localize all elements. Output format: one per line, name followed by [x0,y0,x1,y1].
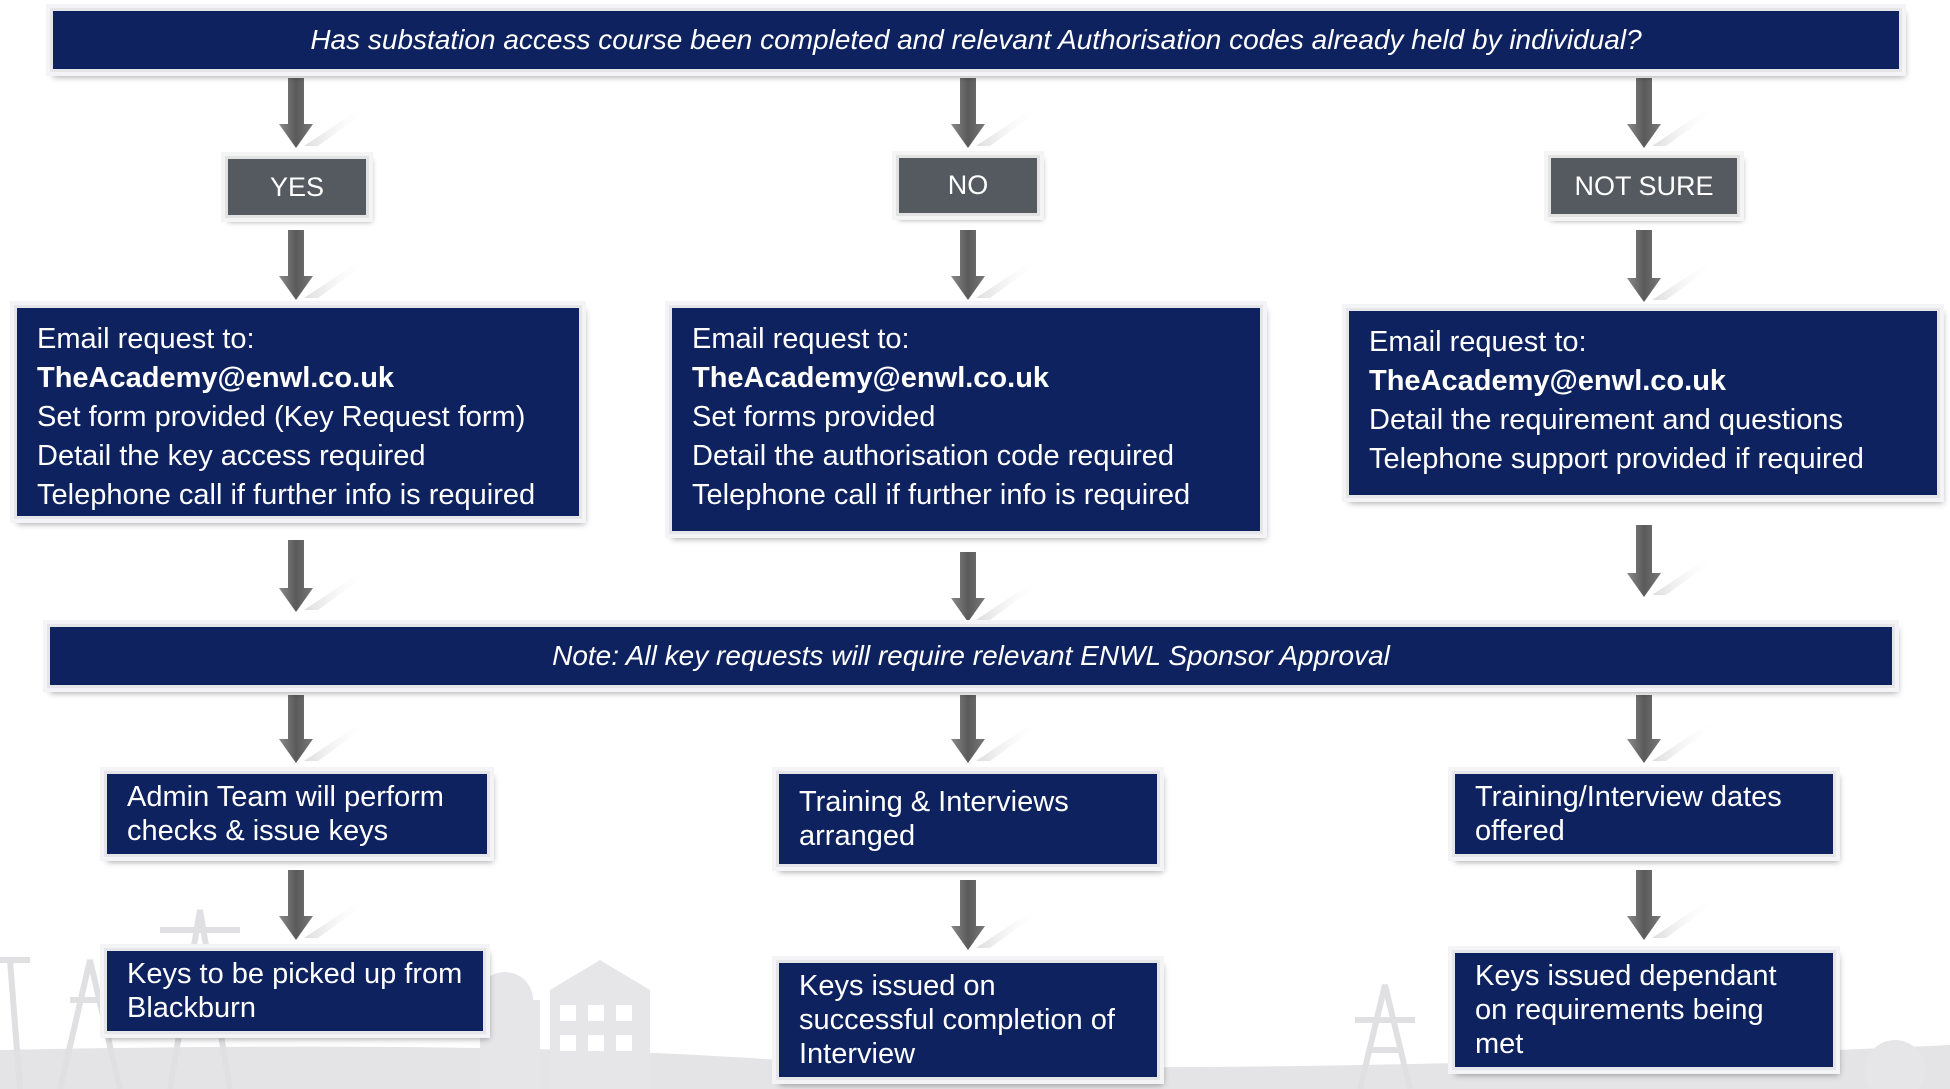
step-box-not-sure: Training/Interview dates offered [1452,771,1836,857]
down-arrow-icon [1627,695,1716,763]
outcome-box-yes: Keys to be picked up from Blackburn [104,948,486,1034]
detail-box-not-sure: Email request to: TheAcademy@enwl.co.uk … [1346,308,1940,498]
note-text: Note: All key requests will require rele… [552,640,1390,671]
question-text: Has substation access course been comple… [310,24,1642,55]
detail-line: Detail the key access required [37,440,426,472]
step-line: Training & Interviews [799,786,1069,818]
detail-line: Email request to: [1369,326,1587,358]
detail-line: Detail the authorisation code required [692,440,1175,472]
outcome-box-no: Keys issued on successful completion of … [776,960,1160,1080]
down-arrow-icon [1627,525,1716,597]
answer-no-label: NO [947,170,989,200]
down-arrow-icon [1627,870,1716,940]
detail-line: Set form provided (Key Request form) [37,401,526,433]
detail-line: Detail the requirement and questions [1369,404,1843,436]
detail-line: Email request to: [37,323,255,355]
note-banner: Note: All key requests will require rele… [47,624,1895,688]
step-box-no: Training & Interviews arranged [776,771,1160,867]
down-arrow-icon [951,695,1040,763]
outcome-line: Keys issued on [799,970,996,1002]
outcome-line: Keys to be picked up from [127,958,463,990]
down-arrow-icon [1627,230,1716,302]
detail-line: Email request to: [692,323,910,355]
detail-line: Set forms provided [692,401,936,433]
outcome-line: successful completion of [799,1004,1115,1036]
answer-no: NO [896,155,1040,216]
detail-box-no: Email request to: TheAcademy@enwl.co.uk … [669,305,1263,534]
down-arrow-icon [279,695,368,763]
detail-box-yes: Email request to: TheAcademy@enwl.co.uk … [14,305,582,519]
question-banner: Has substation access course been comple… [50,8,1902,72]
down-arrow-icon [951,552,1040,622]
outcome-line: Interview [799,1038,916,1070]
detail-line: Telephone call if further info is requir… [692,479,1191,511]
down-arrow-icon [951,230,1040,300]
email-address: TheAcademy@enwl.co.uk [37,362,395,394]
step-line: checks & issue keys [127,815,389,847]
down-arrow-icon [1627,78,1716,148]
step-line: arranged [799,820,916,852]
detail-line: Telephone support provided if required [1369,443,1864,475]
outcome-line: Keys issued dependant [1475,960,1777,992]
down-arrow-icon [279,78,368,148]
down-arrow-icon [279,870,368,940]
outcome-line: Blackburn [127,992,256,1024]
email-address: TheAcademy@enwl.co.uk [1369,365,1727,397]
outcome-box-not-sure: Keys issued dependant on requirements be… [1452,950,1836,1070]
detail-line: Telephone call if further info is requir… [37,479,536,511]
outcome-line: met [1475,1028,1524,1060]
down-arrow-icon [279,540,368,612]
answer-not-sure: NOT SURE [1548,155,1740,217]
answer-not-sure-label: NOT SURE [1574,170,1714,201]
step-box-yes: Admin Team will perform checks & issue k… [104,771,490,857]
email-address: TheAcademy@enwl.co.uk [692,362,1050,394]
answer-yes-label: YES [269,171,325,202]
house-icon [477,960,1925,1089]
down-arrow-icon [951,880,1040,950]
down-arrow-icon [951,78,1040,148]
step-line: Training/Interview dates [1475,781,1782,813]
step-line: offered [1475,815,1565,847]
outcome-line: on requirements being [1475,994,1764,1026]
down-arrow-icon [279,230,368,300]
answer-yes: YES [225,156,369,218]
step-line: Admin Team will perform [127,781,444,813]
